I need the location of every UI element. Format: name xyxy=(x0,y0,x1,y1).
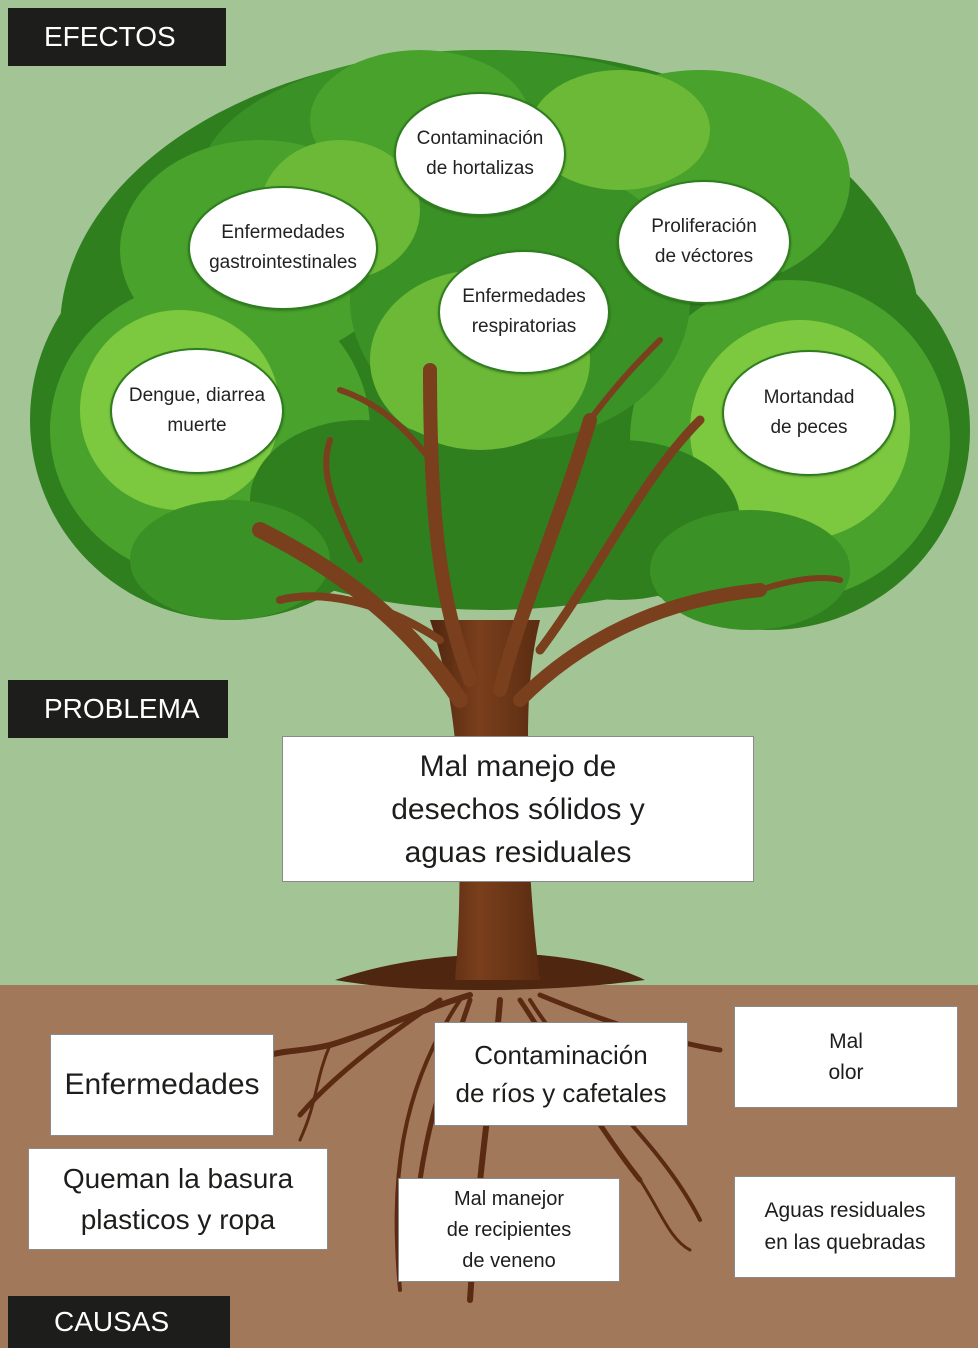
cause-contaminacion-rios: Contaminación de ríos y cafetales xyxy=(434,1022,688,1126)
effect-mortandad-peces: Mortandad de peces xyxy=(722,350,896,476)
effect-text: Enfermedades gastrointestinales xyxy=(209,222,357,273)
causes-label: CAUSAS xyxy=(8,1296,230,1348)
effect-enfermedades-respiratorias: Enfermedades respiratorias xyxy=(438,250,610,374)
cause-enfermedades: Enfermedades xyxy=(50,1034,274,1136)
branches xyxy=(252,337,843,708)
cause-aguas-residuales: Aguas residuales en las quebradas xyxy=(734,1176,956,1278)
effects-label: EFECTOS xyxy=(8,8,226,66)
cause-mal-olor: Mal olor xyxy=(734,1006,958,1108)
effect-text: Proliferación de véctores xyxy=(651,216,757,267)
effect-text: Mortandad de peces xyxy=(763,387,855,438)
effect-proliferacion-vectores: Proliferación de véctores xyxy=(617,180,791,304)
effect-enfermedades-gastrointestinales: Enfermedades gastrointestinales xyxy=(188,186,378,310)
problem-label: PROBLEMA xyxy=(8,680,228,738)
effect-text: Contaminación de hortalizas xyxy=(416,128,544,179)
effect-text: Dengue, diarrea muerte xyxy=(128,385,266,436)
effect-text: Enfermedades respiratorias xyxy=(462,286,586,337)
problem-box: Mal manejo de desechos sólidos y aguas r… xyxy=(282,736,754,882)
cause-queman-basura: Queman la basura plasticos y ropa xyxy=(28,1148,328,1250)
cause-mal-manejo-recipientes: Mal manejor de recipientes de veneno xyxy=(398,1178,620,1282)
effect-dengue-diarrea-muerte: Dengue, diarrea muerte xyxy=(110,348,284,474)
effect-contaminacion-hortalizas: Contaminación de hortalizas xyxy=(394,92,566,216)
